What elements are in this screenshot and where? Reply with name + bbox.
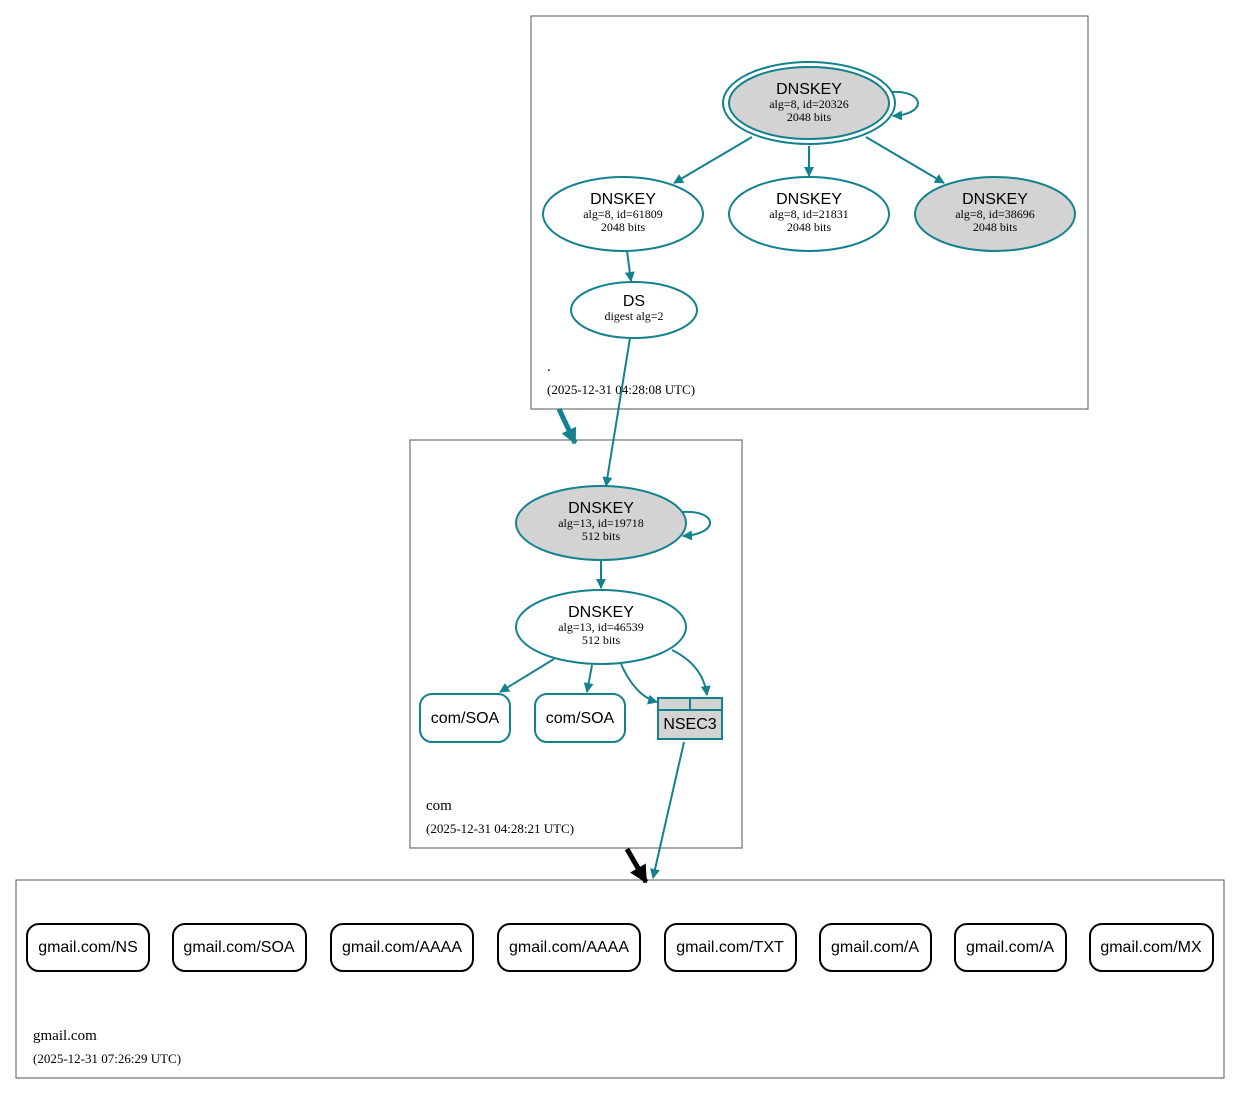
delegation-com-to-gmail: [624, 847, 649, 884]
rrset-label: gmail.com/MX: [1100, 939, 1202, 956]
rrset-label: gmail.com/AAAA: [509, 939, 629, 956]
rrset-gmail-a-1-shape: [819, 923, 932, 972]
dnskey-detail: alg=8, id=20326: [769, 97, 849, 111]
rrset-gmail-txt-shape: [664, 923, 797, 972]
dnskey-node-root-ksk: DNSKEY alg=8, id=20326 2048 bits: [722, 61, 896, 145]
rrset-node-com-soa-2: com/SOA: [534, 693, 626, 743]
rrset-node-gmail-txt: gmail.com/TXT: [664, 923, 797, 972]
edge-root-ksk-to-zsk1: [673, 136, 753, 184]
rrset-node-gmail-a-1: gmail.com/A: [819, 923, 932, 972]
rrset-node-gmail-soa: gmail.com/SOA: [172, 923, 307, 972]
edge-nsec3-to-gmail: [650, 741, 685, 879]
dnskey-title: DNSKEY: [590, 191, 656, 208]
zone-com-timestamp: (2025-12-31 04:28:21 UTC): [426, 821, 574, 836]
nsec3-label: NSEC3: [663, 716, 716, 733]
dnskey-title: DNSKEY: [568, 604, 634, 621]
edge-com-zsk-to-nsec3-b: [671, 649, 711, 696]
ds-node-root: DS digest alg=2: [570, 281, 698, 339]
edge-root-ksk-self: [890, 90, 919, 121]
edge-com-zsk-to-soa2: [583, 664, 594, 693]
dnskey-detail: alg=8, id=38696: [955, 207, 1035, 221]
edge-com-zsk-to-soa1: [499, 658, 555, 693]
dnskey-title: DNSKEY: [776, 81, 842, 98]
zone-root-border: [530, 15, 1089, 410]
rrset-node-gmail-aaaa-1: gmail.com/AAAA: [330, 923, 474, 972]
zone-com-name: com: [426, 798, 452, 814]
edges: [499, 90, 945, 879]
zone-gmail-border: [15, 879, 1225, 1079]
rrset-gmail-mx-shape: [1089, 923, 1214, 972]
dnskey-node-root-zsk1: DNSKEY alg=8, id=61809 2048 bits: [542, 176, 704, 252]
rrset-label: com/SOA: [546, 710, 615, 727]
edge-root-zsk1-to-ds: [624, 250, 635, 282]
rrset-node-gmail-aaaa-2: gmail.com/AAAA: [497, 923, 641, 972]
rrset-label: gmail.com/AAAA: [342, 939, 462, 956]
edge-ds-to-com-ksk: [602, 337, 631, 487]
dnskey-root-ksk2-shape: [914, 176, 1076, 252]
rrset-gmail-soa-shape: [172, 923, 307, 972]
rrset-node-com-soa-1: com/SOA: [419, 693, 511, 743]
rrset-node-gmail-a-2: gmail.com/A: [954, 923, 1067, 972]
rrset-node-gmail-mx: gmail.com/MX: [1089, 923, 1214, 972]
delegation-root-to-com: [556, 407, 578, 445]
dnskey-root-zsk1-shape: [542, 176, 704, 252]
dnskey-title: DNSKEY: [776, 191, 842, 208]
dnskey-title: DNSKEY: [568, 500, 634, 517]
zone-gmail-timestamp: (2025-12-31 07:26:29 UTC): [33, 1051, 181, 1066]
rrset-gmail-aaaa-2-shape: [497, 923, 641, 972]
rrset-label: gmail.com/A: [831, 939, 919, 956]
ds-title: DS: [623, 293, 645, 310]
rrset-com-soa-1-shape: [419, 693, 511, 743]
dnskey-size: 2048 bits: [601, 220, 646, 234]
dnskey-com-zsk-shape: [515, 589, 687, 665]
rrset-label: com/SOA: [431, 710, 500, 727]
ds-root-shape: [570, 281, 698, 339]
dnskey-node-com-zsk: DNSKEY alg=13, id=46539 512 bits: [515, 589, 687, 665]
dnskey-size: 512 bits: [582, 633, 621, 647]
edge-com-ksk-self: [682, 510, 711, 541]
rrset-node-gmail-ns: gmail.com/NS: [26, 923, 150, 972]
dnskey-node-root-zsk2: DNSKEY alg=8, id=21831 2048 bits: [728, 176, 890, 252]
zone-gmail: gmail.com (2025-12-31 07:26:29 UTC): [15, 879, 1225, 1079]
rrset-label: gmail.com/NS: [38, 939, 138, 956]
rrset-label: gmail.com/TXT: [676, 939, 784, 956]
dnskey-detail: alg=8, id=21831: [769, 207, 849, 221]
rrset-gmail-aaaa-1-shape: [330, 923, 474, 972]
zone-root-name: .: [547, 359, 551, 375]
dnskey-size: 512 bits: [582, 529, 621, 543]
dnskey-root-ksk-shape: [728, 66, 890, 140]
dnskey-root-zsk2-shape: [728, 176, 890, 252]
edge-com-zsk-to-nsec3-a: [620, 663, 658, 705]
dnskey-detail: alg=8, id=61809: [583, 207, 663, 221]
dnskey-detail: alg=13, id=19718: [558, 516, 644, 530]
dnskey-size: 2048 bits: [787, 110, 832, 124]
zone-gmail-name: gmail.com: [33, 1028, 97, 1044]
rrset-com-soa-2-shape: [534, 693, 626, 743]
ds-detail: digest alg=2: [604, 309, 663, 323]
edge-root-ksk-to-ksk2: [865, 136, 945, 184]
dnskey-node-root-ksk2: DNSKEY alg=8, id=38696 2048 bits: [914, 176, 1076, 252]
rrset-gmail-a-2-shape: [954, 923, 1067, 972]
dnskey-size: 2048 bits: [787, 220, 832, 234]
dnskey-com-ksk-shape: [515, 485, 687, 561]
rrset-label: gmail.com/SOA: [183, 939, 294, 956]
dnskey-node-com-ksk: DNSKEY alg=13, id=19718 512 bits: [515, 485, 687, 561]
dnskey-detail: alg=13, id=46539: [558, 620, 644, 634]
dnskey-title: DNSKEY: [962, 191, 1028, 208]
rrset-label: gmail.com/A: [966, 939, 1054, 956]
nsec3-node-com: NSEC3: [657, 697, 723, 740]
rrset-gmail-ns-shape: [26, 923, 150, 972]
dnskey-size: 2048 bits: [973, 220, 1018, 234]
